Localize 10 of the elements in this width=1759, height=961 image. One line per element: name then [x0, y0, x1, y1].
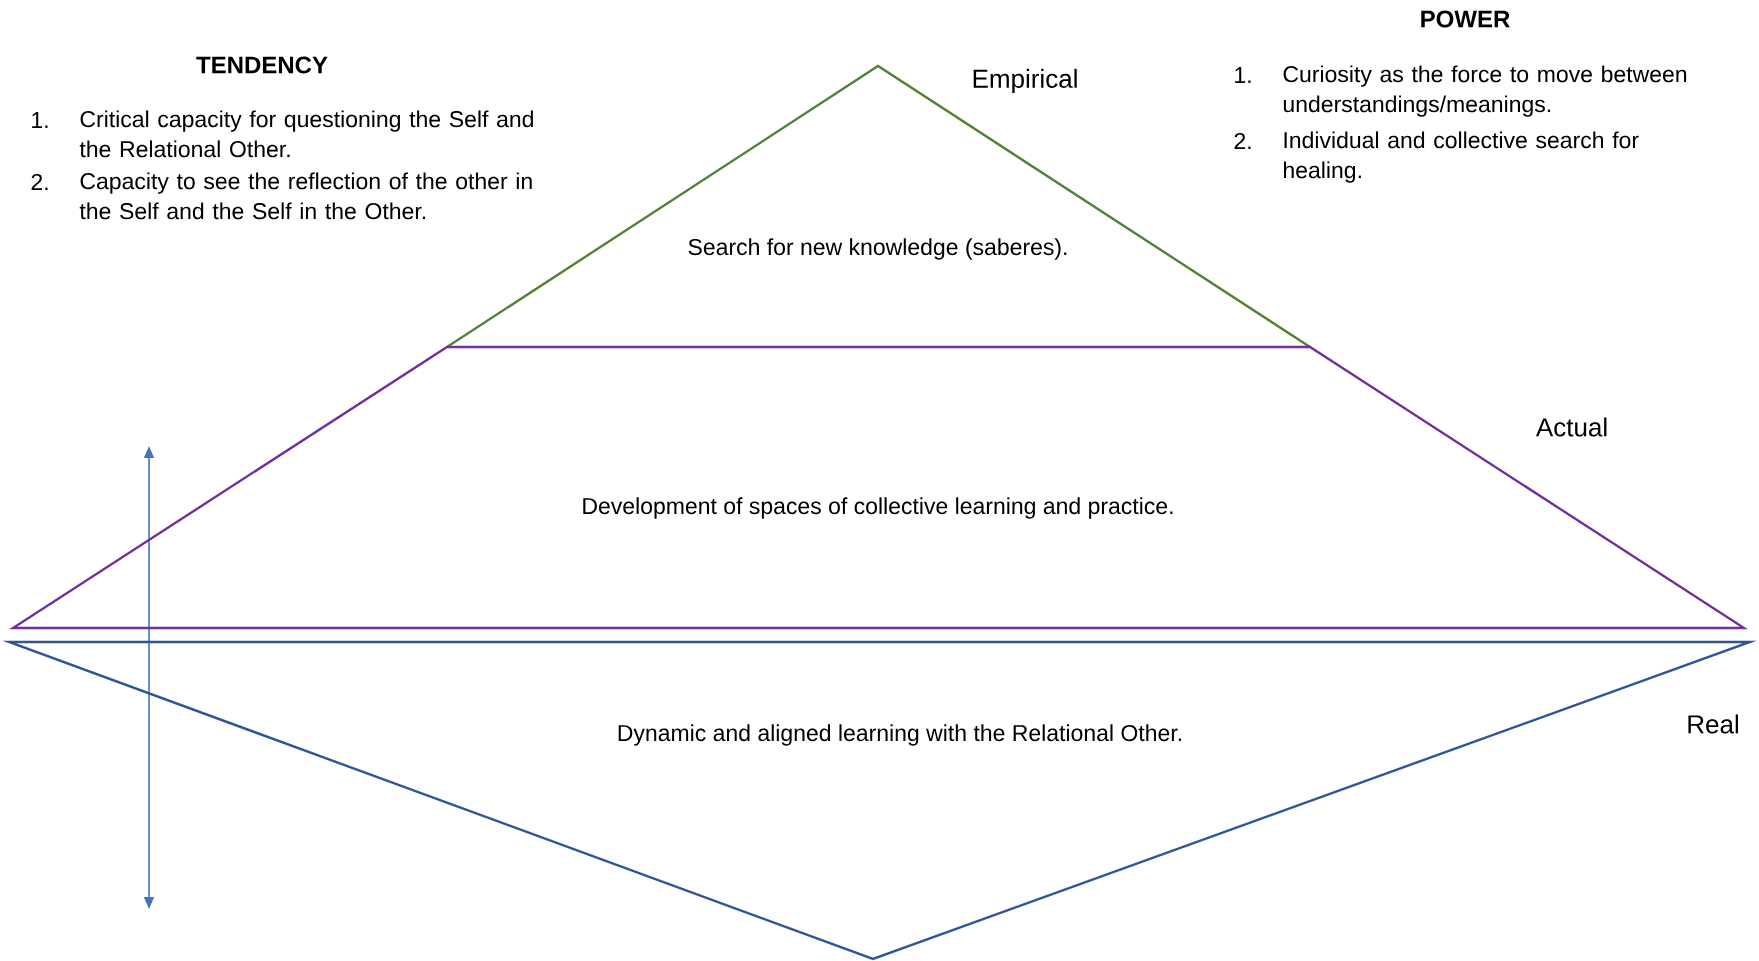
- list-item: Curiosity as the force to move between understandings/meanings.: [1283, 65, 1687, 117]
- list-number: 2.: [1234, 132, 1251, 149]
- heading: POWER: [1421, 10, 1510, 28]
- list-number: 1.: [32, 112, 48, 128]
- heading: TENDENCY: [196, 56, 328, 74]
- list-item: Individual and collective search for healing.: [1284, 131, 1639, 183]
- list-item: Capacity to see the reflection of the other in the Self and the Self in the Other.: [79, 172, 532, 220]
- list-number: 1.: [1235, 67, 1251, 83]
- list-item: Critical capacity for questioning the Self and the Relational Other.: [79, 110, 533, 158]
- list-number: 2.: [31, 173, 48, 190]
